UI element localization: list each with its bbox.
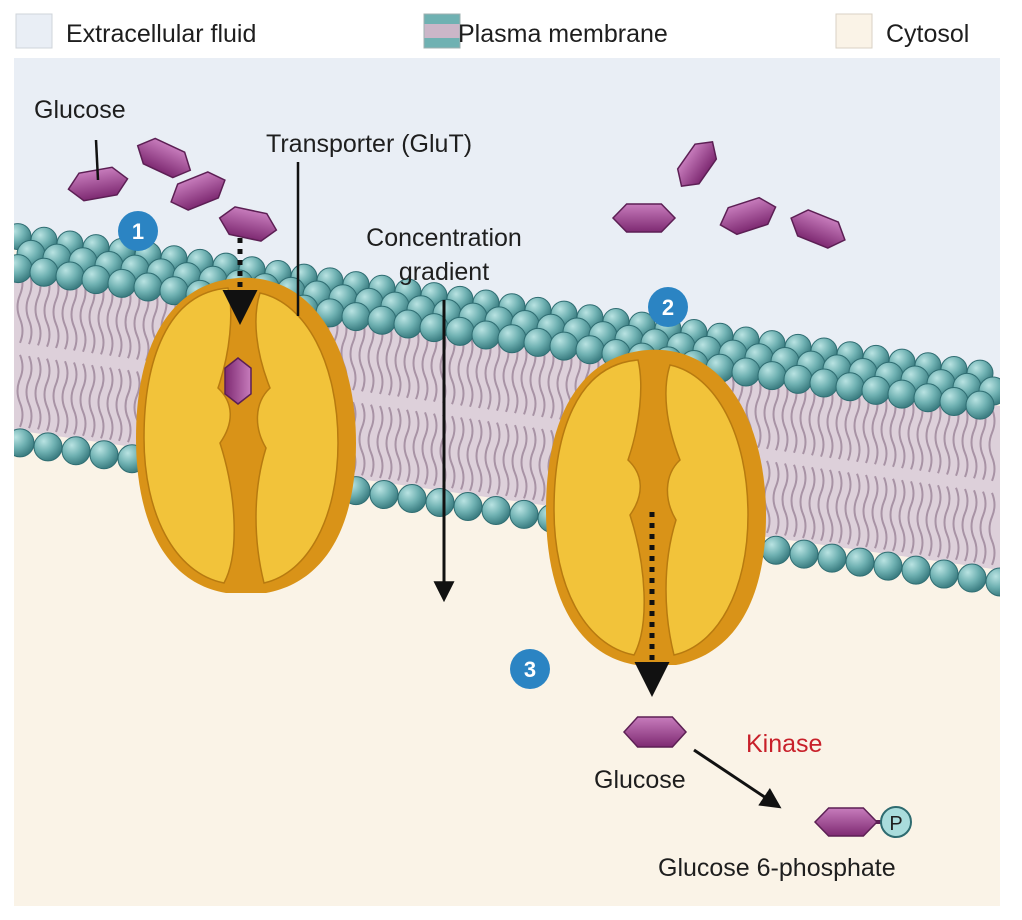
glucose-label-top: Glucose <box>34 96 126 124</box>
step-number-1: 1 <box>132 219 144 244</box>
step-badge-3 <box>510 649 550 689</box>
transporter-gluT-1 <box>136 277 356 593</box>
legend-membrane-label: Plasma membrane <box>458 20 668 48</box>
glucose-6-phosphate-label: Glucose 6-phosphate <box>658 854 896 882</box>
phosphate-label: P <box>889 813 902 835</box>
glucose-molecule <box>611 203 677 233</box>
step-badge-1 <box>118 211 158 251</box>
transporter-gluT-2 <box>546 349 766 665</box>
glucose-molecule-cytosol <box>622 716 688 748</box>
legend-cytosol-label: Cytosol <box>886 20 969 48</box>
step-number-3: 3 <box>524 657 536 682</box>
transporters <box>136 277 766 665</box>
glucose-label-bottom: Glucose <box>594 766 686 794</box>
diagram-panel: Glucose Transporter (GluT) Concentration… <box>14 58 1000 906</box>
glucose-6-phosphate-molecule <box>813 807 879 837</box>
glucose-molecule <box>719 196 777 236</box>
phosphate-circle <box>880 806 912 838</box>
kinase-label: Kinase <box>746 730 822 758</box>
legend-swatch-cytosol <box>835 13 873 49</box>
step-badge-2 <box>648 287 688 327</box>
glucose-molecule <box>218 206 278 242</box>
glucose-molecule <box>136 137 192 179</box>
phosphorylation-arrow <box>693 748 782 809</box>
concentration-label: Concentration <box>366 224 522 252</box>
glucose-leader-line <box>94 139 100 181</box>
glucose-molecule <box>676 141 718 187</box>
legend-swatch-extracellular <box>15 13 53 49</box>
glucose-molecule <box>170 171 226 211</box>
glucose-molecule <box>67 166 129 202</box>
legend-swatch-membrane <box>423 13 461 49</box>
transporter-label: Transporter (GluT) <box>266 130 472 158</box>
legend-extracellular-label: Extracellular fluid <box>66 20 256 48</box>
gradient-label: gradient <box>399 258 489 286</box>
glucose-molecules <box>67 137 882 837</box>
extracellular-region <box>14 58 1000 388</box>
glucose-molecule-in-channel <box>224 357 252 405</box>
glucose-molecule <box>790 209 846 249</box>
step-number-2: 2 <box>662 295 674 320</box>
